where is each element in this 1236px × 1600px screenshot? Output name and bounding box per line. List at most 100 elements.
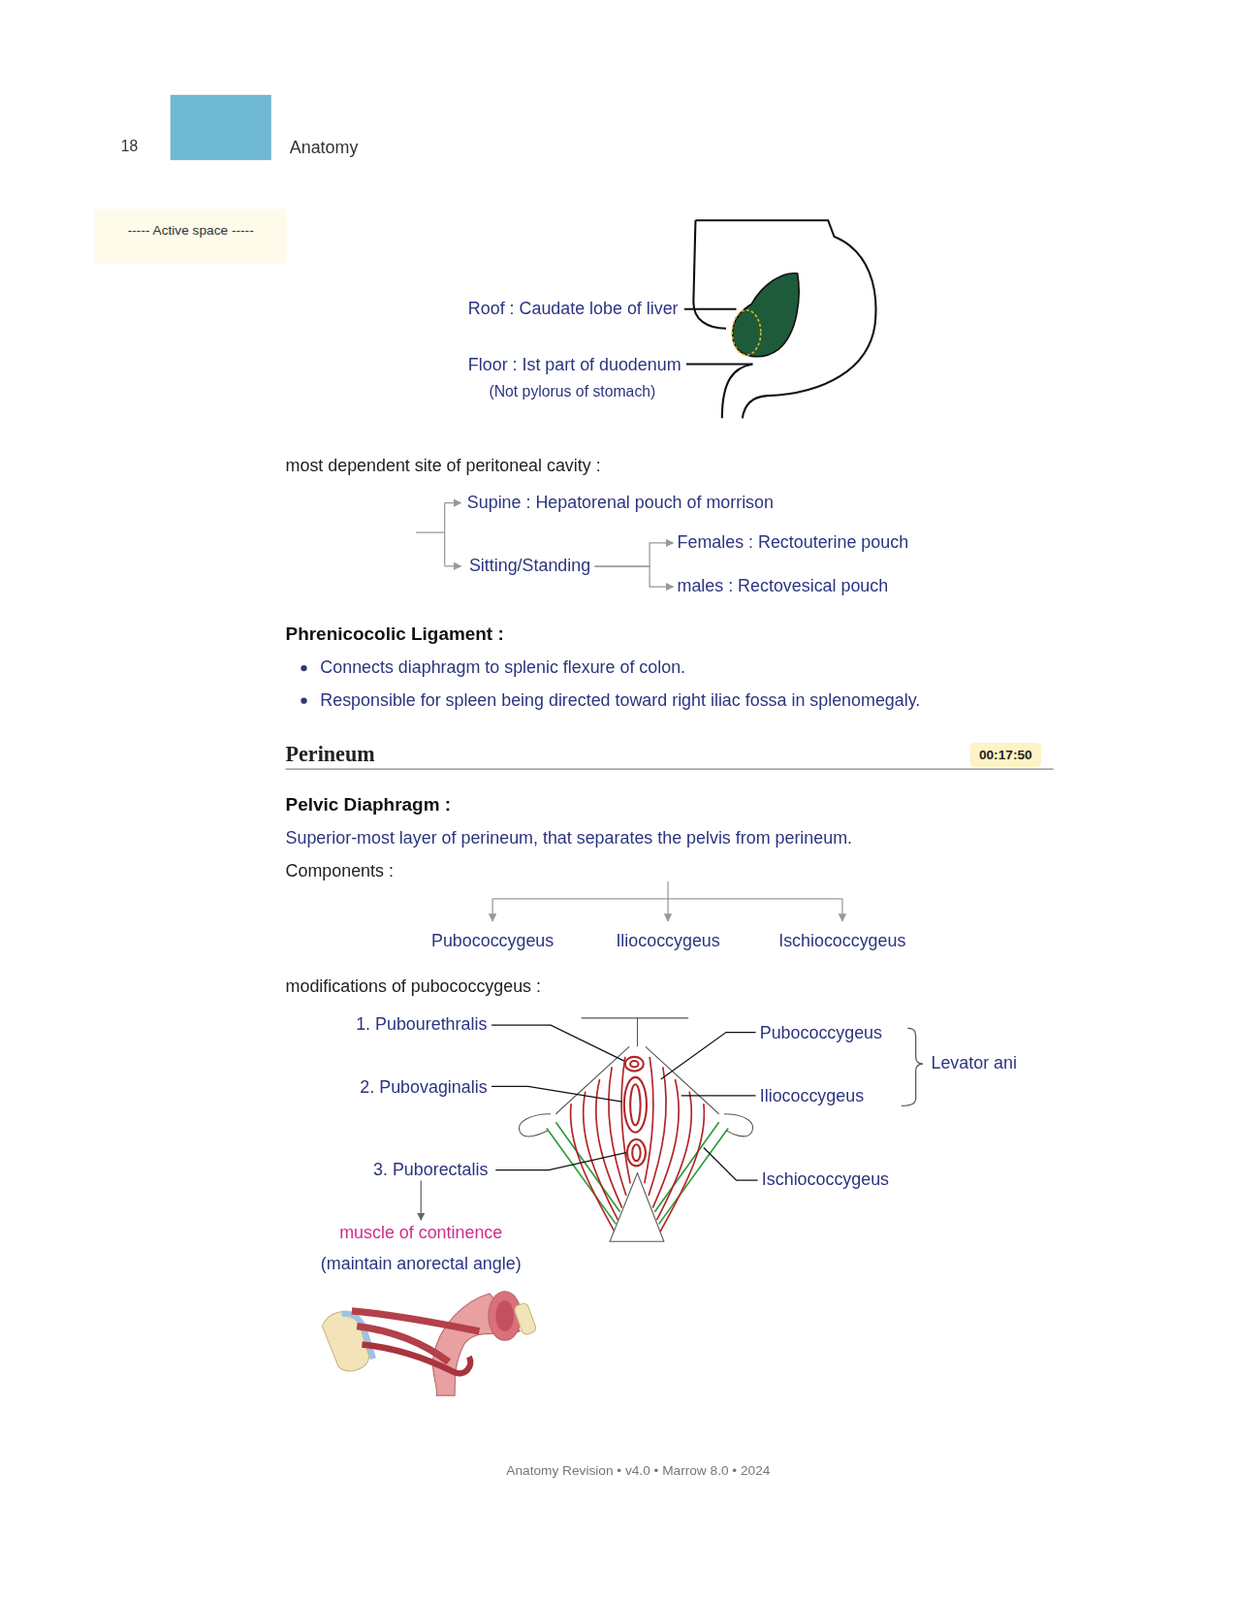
topic-heading: Phrenicocolic Ligament : (285, 623, 505, 646)
components-bracket (666, 881, 668, 921)
pelvic-floor-diagram (636, 1017, 638, 1046)
tree-bracket (444, 502, 462, 504)
part-label: Ischiococcygeus (761, 1170, 889, 1191)
leader-line (661, 1032, 757, 1079)
pelvic-floor-diagram (518, 1017, 753, 1241)
pelvic-floor-diagram (644, 1056, 654, 1183)
node-text: ----- Active space ----- (104, 221, 277, 238)
anorectal-sling-illustration (432, 1293, 520, 1395)
roof-label: Roof : Caudate lobe of liver (468, 298, 679, 319)
components-bracket (841, 898, 843, 921)
pelvic-floor-diagram (724, 1113, 754, 1137)
node-text: males : Rectovesical pouch (677, 575, 889, 597)
tree-item: Supine : Hepatorenal pouch of morrison (463, 492, 779, 513)
section-rule (285, 768, 1054, 770)
pelvic-floor-diagram (570, 1103, 616, 1233)
connector-arrow (420, 1180, 422, 1221)
tree-item: Females : Rectouterine pouch (672, 532, 913, 553)
pelvic-floor-diagram (546, 1127, 617, 1224)
anorectal-sling-illustration (321, 1291, 538, 1395)
component-label: Ischiococcygeus (778, 930, 906, 951)
section-rule (285, 768, 1054, 770)
definition-text: Superior-most layer of perineum, that se… (285, 827, 853, 849)
node-text: (maintain anorectal angle) (320, 1253, 522, 1274)
pelvic-floor-diagram (630, 1060, 638, 1067)
lesser-sac-sketch (693, 220, 727, 329)
bullet-text: Connects diaphragm to splenic flexure of… (319, 658, 686, 679)
pelvic-floor-diagram (630, 1083, 641, 1125)
node-text: Females : Rectouterine pouch (677, 532, 910, 553)
leader-line (491, 1024, 625, 1061)
pelvic-floor-diagram (660, 1103, 705, 1233)
leader-line (491, 1085, 623, 1102)
note-box: muscle of continence (maintain anorectal … (316, 1219, 526, 1278)
lesser-sac-sketch (693, 220, 876, 418)
pelvic-floor-diagram (555, 1045, 630, 1113)
node-text: muscle of continence (320, 1222, 522, 1243)
connector-arrow (594, 566, 673, 587)
group-label: Levator ani (930, 1053, 1016, 1075)
component-label: Pubococcygeus (431, 930, 554, 951)
connector-arrow (594, 542, 673, 567)
anorectal-sling-illustration (341, 1313, 374, 1360)
pelvic-floor-diagram (645, 1045, 720, 1113)
component-label: Iliococcygeus (615, 930, 720, 951)
bullet-dot (300, 665, 307, 704)
node-text: Supine : Hepatorenal pouch of morrison (467, 492, 774, 513)
lesser-sac-sketch (693, 220, 876, 418)
part-label: 1. Pubourethralis (355, 1014, 487, 1036)
anorectal-sling-illustration (361, 1344, 471, 1374)
components-bracket (492, 881, 843, 921)
footer-text: Anatomy Revision • v4.0 • Marrow 8.0 • 2… (506, 1462, 770, 1479)
pelvic-floor-diagram (624, 1077, 647, 1133)
lesser-sac-sketch (695, 220, 876, 418)
tree-bracket (415, 503, 461, 567)
anorectal-sling-illustration (495, 1299, 514, 1332)
node-text: Sitting/Standing (469, 555, 591, 576)
pelvic-floor-diagram (581, 1016, 689, 1018)
lesser-sac-sketch (722, 364, 754, 419)
bullet-dot (300, 665, 307, 671)
part-label: Iliococcygeus (760, 1085, 864, 1107)
tree-item: Sitting/Standing (465, 555, 596, 576)
pelvic-floor-diagram (659, 1127, 729, 1224)
pelvic-floor-diagram (518, 1113, 551, 1137)
leader-line (703, 1146, 759, 1180)
topic-heading: Components : (285, 860, 394, 882)
part-label: 3. Puborectalis (369, 1159, 493, 1180)
pelvic-floor-diagram (627, 1139, 646, 1166)
pelvic-floor-diagram (518, 1017, 753, 1137)
leader-line (681, 1094, 757, 1096)
section-title: Perineum (285, 740, 376, 766)
group-bracket (901, 1027, 923, 1106)
bullet-dot (300, 697, 307, 704)
tree-bracket (415, 532, 444, 534)
tree-item: males : Rectovesical pouch (672, 575, 892, 597)
leader-line (686, 363, 753, 366)
group-bracket (901, 1027, 923, 1106)
pelvic-floor-diagram (608, 1066, 627, 1196)
leader-line (495, 1152, 627, 1171)
pelvic-floor-diagram (656, 1091, 692, 1221)
floor-note: (Not pylorus of stomach) (488, 381, 656, 401)
topic-heading: most dependent site of peritoneal cavity… (285, 455, 602, 476)
topic-heading: modifications of pubococcygeus : (285, 976, 541, 997)
leader-line (491, 1024, 759, 1180)
pelvic-floor-diagram (648, 1066, 666, 1196)
bullet-text: Responsible for spleen being directed to… (319, 690, 920, 711)
floor-label: Floor : Ist part of duodenum (468, 354, 682, 376)
lesser-sac-sketch (732, 273, 799, 357)
anorectal-sling-illustration (512, 1301, 538, 1336)
page-number: 18 (121, 136, 139, 156)
header-title: Anatomy (289, 137, 359, 159)
pelvic-floor-diagram (624, 1056, 647, 1167)
tree-bracket (443, 503, 445, 567)
components-bracket (492, 897, 843, 899)
tree-bracket (444, 565, 462, 567)
topic-heading: Pelvic Diaphragm : (285, 793, 451, 817)
pelvic-floor-diagram (609, 1172, 665, 1241)
pelvic-floor-diagram (625, 1056, 644, 1072)
components-bracket (491, 898, 493, 921)
pelvic-floor-diagram (652, 1078, 679, 1208)
